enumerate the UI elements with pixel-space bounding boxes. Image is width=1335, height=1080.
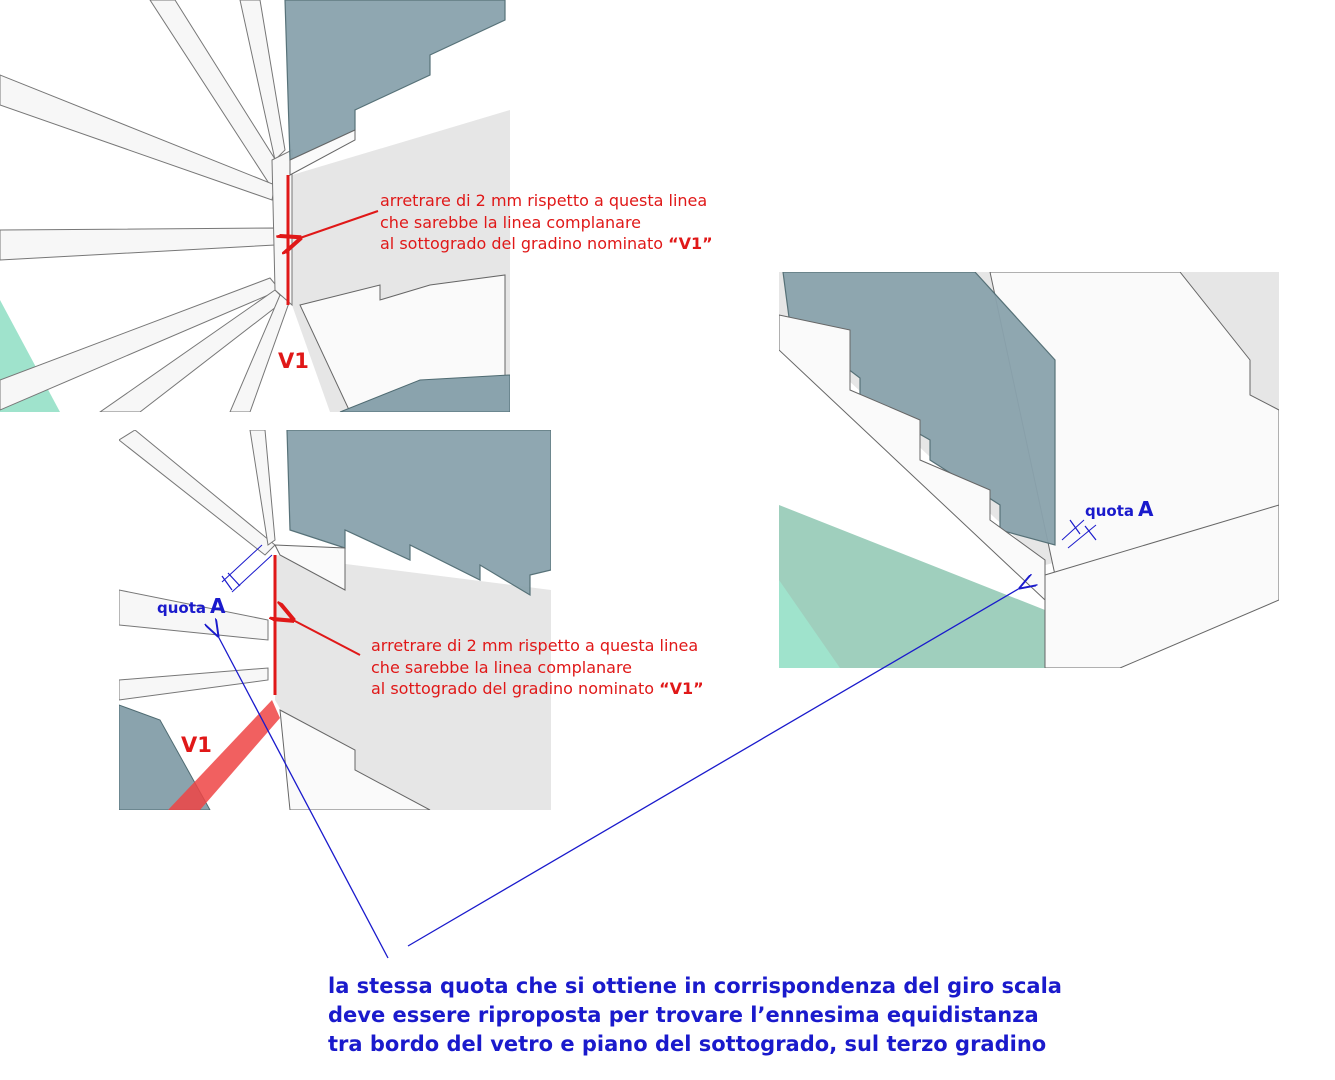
note-middle-line-2: che sarebbe la linea complanare [371,658,632,677]
dimension-letter-right: A [1138,497,1154,521]
dimension-letter-middle: A [210,594,226,618]
note-middle-line-1: arretrare di 2 mm rispetto a questa line… [371,636,698,655]
note-top-line-1: arretrare di 2 mm rispetto a questa line… [380,191,707,210]
dimension-word-right: quota [1085,502,1134,520]
render-view-right [779,272,1279,668]
leader-arrow-to-middle-dimension [218,636,389,959]
note-top-step-name: “V1” [668,234,713,253]
bottom-note-line-2: deve essere riproposta per trovare l’enn… [328,1003,1039,1027]
note-middle-step-name: “V1” [659,679,704,698]
leader-arrow-to-right-dimension [407,588,1020,947]
render-view-middle-left [119,430,551,810]
dimension-word-middle: quota [157,599,206,617]
step-label-v1-top: V1 [278,349,309,373]
note-middle-line-3-text: al sottogrado del gradino nominato [371,679,659,698]
bottom-note-line-1: la stessa quota che si ottiene in corris… [328,974,1062,998]
render-view-top-left [0,0,510,412]
note-middle-line-3: al sottogrado del gradino nominato “V1” [371,679,704,698]
step-label-v1-middle: V1 [181,733,212,757]
note-top-line-3-text: al sottogrado del gradino nominato [380,234,668,253]
note-top-line-3: al sottogrado del gradino nominato “V1” [380,234,713,253]
bottom-note-line-3: tra bordo del vetro e piano del sottogra… [328,1032,1046,1056]
note-top-line-2: che sarebbe la linea complanare [380,213,641,232]
